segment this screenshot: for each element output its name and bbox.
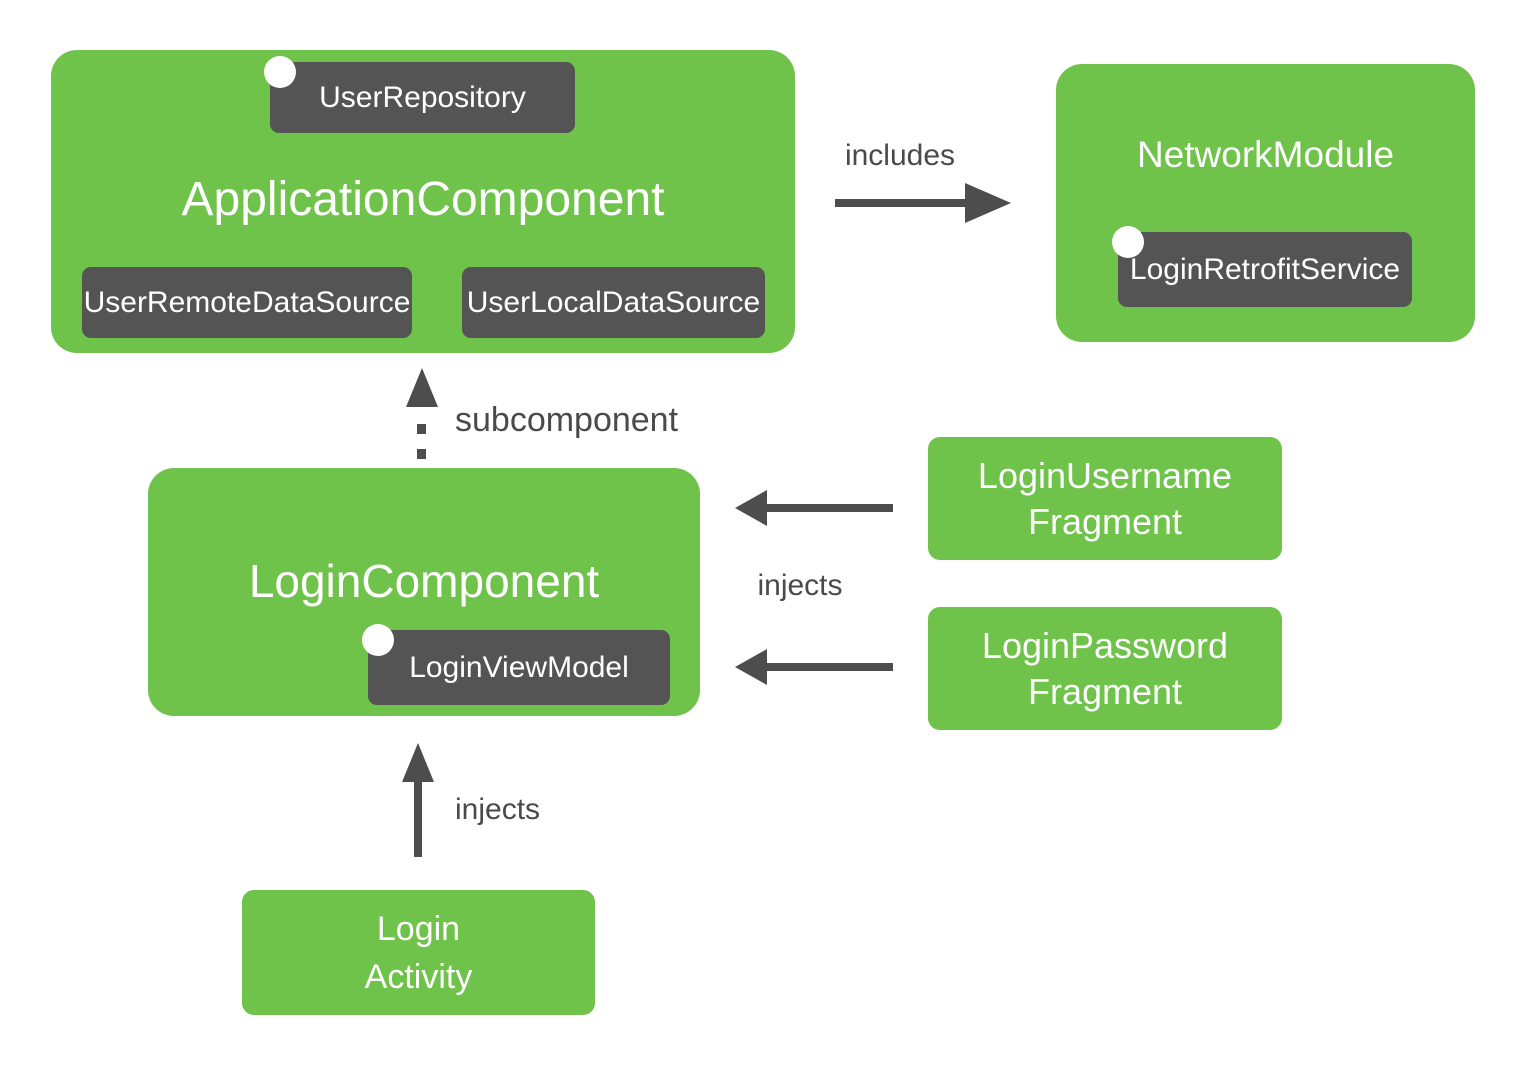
login-activity-line1: Login: [376, 909, 461, 948]
login-activity-box: Login Activity: [242, 890, 595, 1015]
injects-username-arrow-line: [763, 504, 893, 512]
login-username-fragment-box: LoginUsername Fragment: [928, 437, 1282, 560]
subcomponent-dash: [417, 424, 426, 434]
login-password-fragment-line1: LoginPassword: [981, 624, 1229, 666]
user-remote-datasource-label: UserRemoteDataSource: [83, 285, 411, 319]
injects-password-arrow-line: [763, 663, 893, 671]
injects-username-arrowhead-icon: [735, 490, 767, 526]
login-retrofit-service-port-icon: [1112, 226, 1144, 258]
login-retrofit-service-badge: LoginRetrofitService: [1112, 226, 1412, 307]
login-retrofit-service-label: LoginRetrofitService: [1129, 252, 1401, 286]
application-component-box: ApplicationComponent UserRepository User…: [51, 50, 795, 353]
user-remote-datasource-badge: UserRemoteDataSource: [82, 267, 412, 338]
user-local-datasource-badge: UserLocalDataSource: [462, 267, 765, 338]
user-repository-port-icon: [264, 56, 296, 88]
login-activity-line2: Activity: [364, 957, 473, 996]
injects-fragments-edge-label: injects: [757, 569, 843, 602]
application-component-title: ApplicationComponent: [181, 173, 665, 226]
injects-password-arrowhead-icon: [735, 649, 767, 685]
includes-arrow-line: [835, 199, 967, 207]
injects-activity-arrowhead-icon: [402, 743, 434, 782]
network-module-title: NetworkModule: [1136, 134, 1395, 175]
login-username-fragment-line2: Fragment: [1027, 500, 1183, 542]
login-password-fragment-box: LoginPassword Fragment: [928, 607, 1282, 730]
user-repository-badge: UserRepository: [264, 56, 575, 133]
login-viewmodel-badge: LoginViewModel: [362, 624, 670, 705]
subcomponent-dash: [417, 449, 426, 459]
login-viewmodel-label: LoginViewModel: [409, 650, 629, 684]
user-local-datasource-label: UserLocalDataSource: [466, 285, 761, 319]
login-username-fragment-line1: LoginUsername: [977, 454, 1233, 496]
subcomponent-arrowhead-icon: [406, 368, 438, 407]
login-component-title: LoginComponent: [248, 555, 600, 607]
login-password-fragment-line2: Fragment: [1027, 670, 1183, 712]
injects-activity-edge-label: injects: [455, 793, 541, 826]
injects-activity-arrow-line: [414, 780, 422, 857]
network-module-box: NetworkModule LoginRetrofitService: [1056, 64, 1475, 342]
includes-edge-label: includes: [844, 139, 956, 172]
user-repository-label: UserRepository: [319, 80, 526, 114]
login-component-box: LoginComponent LoginViewModel: [148, 468, 700, 716]
subcomponent-edge-label: subcomponent: [455, 401, 679, 439]
includes-arrowhead-icon: [965, 183, 1011, 223]
login-viewmodel-port-icon: [362, 624, 394, 656]
